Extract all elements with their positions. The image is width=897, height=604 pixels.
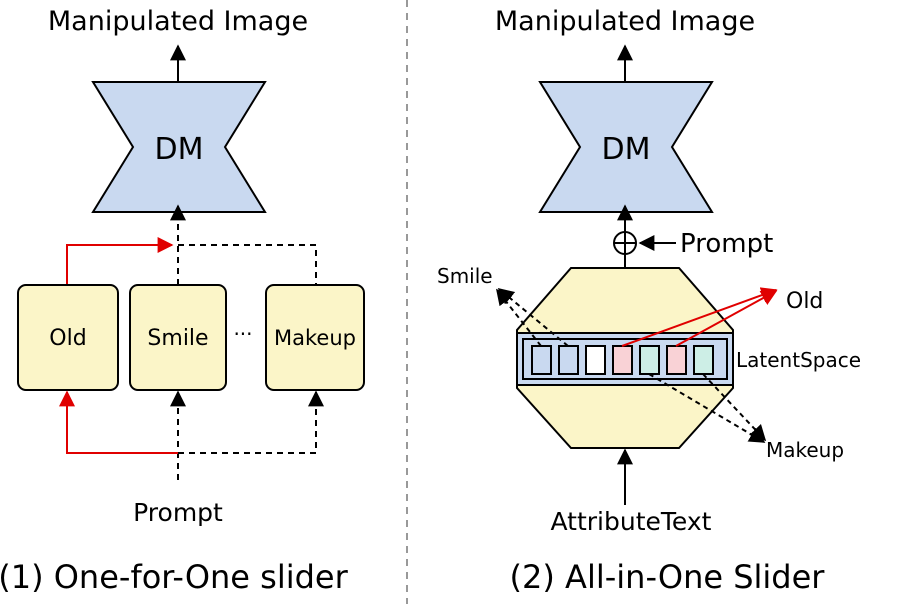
latent-cell-6: [666, 345, 687, 375]
slider-makeup: [265, 284, 365, 391]
right-caption: (2) All-in-One Slider: [510, 558, 826, 596]
slider-ellipsis: ···: [233, 322, 252, 346]
left-makeup-output-line: [178, 244, 317, 285]
left-output-label: Manipulated Image: [48, 6, 308, 37]
latent-cell-3: [585, 345, 606, 375]
latent-cells: [531, 345, 714, 375]
latent-cell-5: [639, 345, 660, 375]
latent-cell-4: [612, 345, 633, 375]
slider-old-label: Old: [49, 326, 86, 351]
attr-smile-label: Smile: [437, 264, 493, 288]
attr-old-label: Old: [786, 289, 823, 314]
right-prompt-label: Prompt: [680, 229, 773, 259]
left-dm-block: [91, 81, 267, 213]
makeup-arrow-2: [702, 373, 767, 442]
right-panel: Manipulated Image DM Prompt LatentSpace …: [437, 6, 861, 596]
left-prompt-to-old-arrow: [59, 390, 178, 454]
old-arrow-1: [621, 287, 778, 347]
left-caption: (1) One-for-One slider: [0, 558, 349, 596]
right-dm-block: [538, 81, 714, 213]
left-prompt-to-makeup-arrow: [178, 390, 324, 454]
smile-arrow-2: [497, 287, 569, 347]
latent-cell-1: [531, 345, 552, 375]
left-old-output-arrow: [66, 237, 174, 285]
right-dm-label: DM: [602, 132, 651, 167]
attr-makeup-label: Makeup: [766, 438, 844, 462]
slider-smile-label: Smile: [147, 326, 208, 351]
latent-cell-2: [558, 345, 579, 375]
latent-space-label: LatentSpace: [736, 348, 861, 372]
latent-cell-7: [693, 345, 714, 375]
left-panel: Manipulated Image DM Old Smile ··· Makeu…: [0, 6, 365, 596]
left-dm-label: DM: [155, 132, 204, 167]
slider-old: [17, 284, 119, 391]
old-arrow-2: [675, 290, 778, 347]
left-prompt-label: Prompt: [133, 498, 223, 527]
right-attr-input-label: AttributeText: [551, 507, 712, 536]
slider-makeup-label: Makeup: [274, 326, 356, 350]
right-output-label: Manipulated Image: [495, 6, 755, 37]
makeup-arrow-1: [648, 373, 766, 443]
slider-smile: [129, 284, 227, 391]
smile-arrow-1: [496, 288, 542, 347]
